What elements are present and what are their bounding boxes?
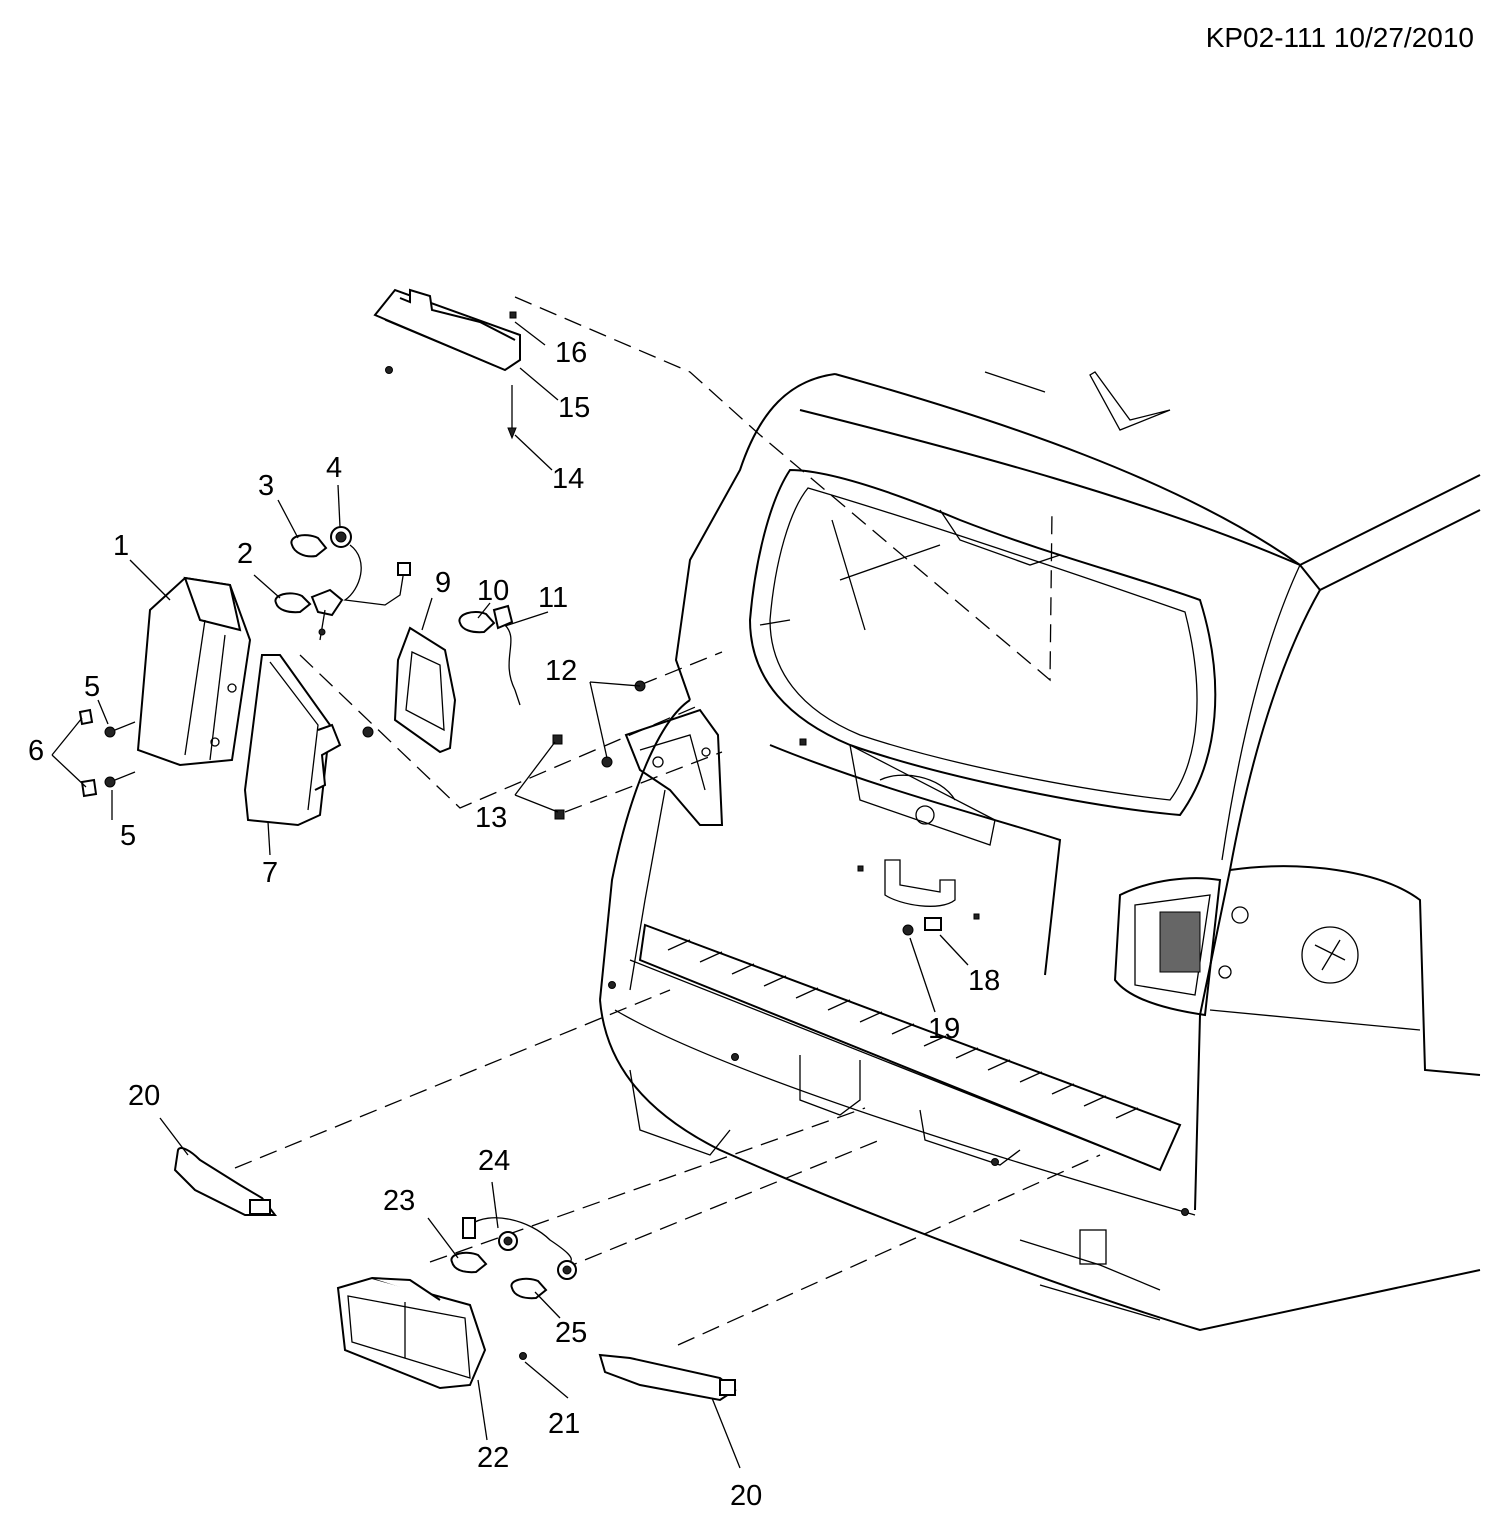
callout-12: 12 [545, 655, 577, 687]
step-pad-ribs [667, 939, 1139, 1119]
callout-5-lower: 5 [120, 820, 136, 852]
callout-numbers: 1 2 3 4 5 5 6 7 9 10 11 12 13 14 15 16 1… [28, 337, 1000, 1512]
bumper-reflector-right [598, 1353, 737, 1402]
callout-9: 9 [435, 567, 451, 599]
callout-24: 24 [478, 1145, 510, 1177]
callout-15: 15 [558, 392, 590, 424]
callout-25: 25 [555, 1317, 587, 1349]
callout-3: 3 [258, 470, 274, 502]
bulb-and-socket-backup [458, 604, 521, 706]
callout-23: 23 [383, 1185, 415, 1217]
callout-22: 22 [477, 1442, 509, 1474]
tail-lamp-housing [136, 576, 252, 767]
fasteners-left [78, 708, 136, 798]
callout-20-left: 20 [128, 1080, 160, 1112]
lamp-gasket [393, 626, 457, 754]
backup-lamp-assembly [336, 1217, 577, 1390]
callout-21: 21 [548, 1408, 580, 1440]
vehicle-rear-body [599, 371, 1481, 1332]
callout-4: 4 [326, 452, 342, 484]
callout-5-upper: 5 [84, 671, 100, 703]
callout-11: 11 [538, 582, 568, 614]
callout-18: 18 [968, 965, 1000, 997]
callout-19: 19 [928, 1013, 960, 1045]
callout-20-right: 20 [730, 1480, 762, 1512]
callout-1: 1 [113, 530, 129, 562]
document-reference: KP02-111 10/27/2010 [1205, 22, 1474, 53]
callout-6: 6 [28, 735, 44, 767]
callout-2: 2 [237, 538, 253, 570]
bumper-reflector-left [173, 1147, 278, 1216]
install-guide-lines [234, 296, 1101, 1346]
callout-7: 7 [262, 857, 278, 889]
license-lamp [902, 917, 942, 936]
callout-10: 10 [477, 575, 509, 607]
bulb-and-harness-upper [274, 526, 411, 641]
callout-14: 14 [552, 463, 584, 495]
high-mount-stop-lamp [373, 288, 521, 440]
callout-13: 13 [475, 802, 507, 834]
leader-lines [51, 321, 969, 1469]
tail-lamp-lens [243, 654, 374, 827]
callout-16: 16 [555, 337, 587, 369]
